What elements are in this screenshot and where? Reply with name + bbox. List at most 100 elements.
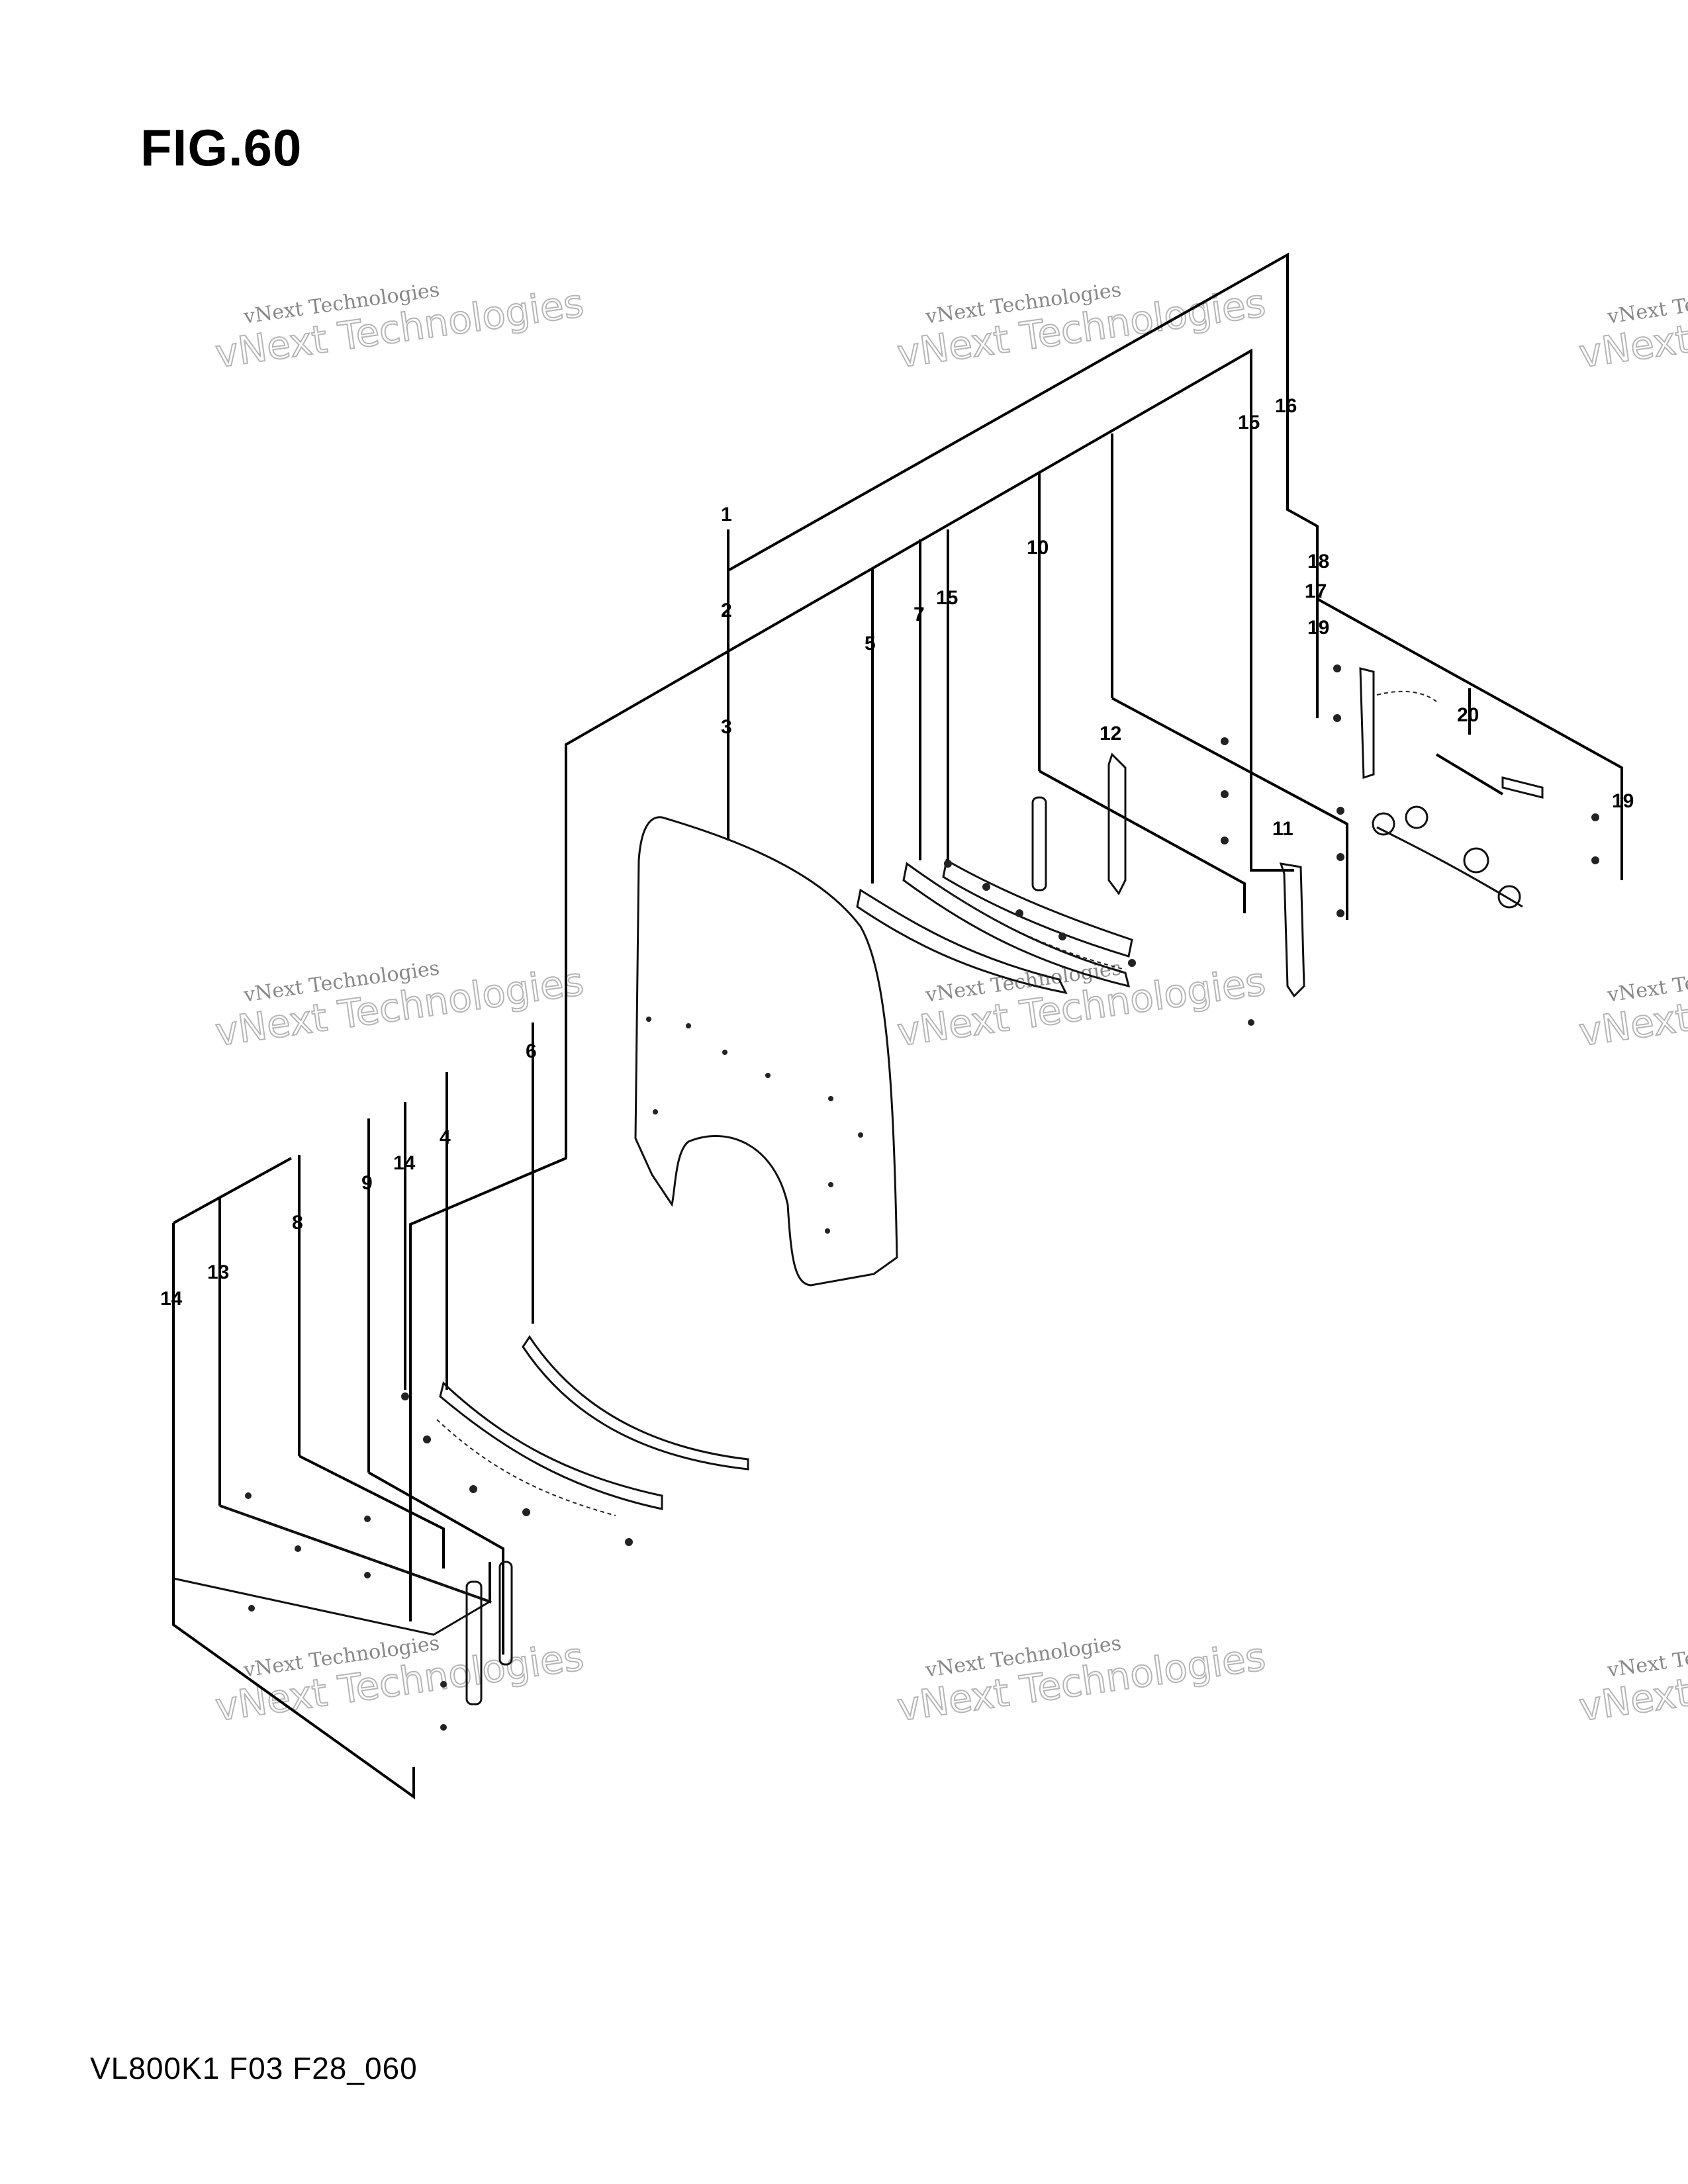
mount-clamp (1405, 805, 1429, 829)
windshield-hole (858, 1132, 863, 1138)
trim-bolt (401, 1392, 409, 1400)
callout-20: 20 (1457, 704, 1479, 726)
trim-bolt (522, 1508, 530, 1516)
bolt (1591, 856, 1599, 864)
leader-left-top-edge (173, 1157, 292, 1224)
trim-bolt (423, 1435, 431, 1443)
callout-12: 12 (1100, 723, 1121, 745)
trim-strip-outer (856, 888, 1068, 995)
bolt (1333, 714, 1341, 722)
callout-16: 16 (1275, 395, 1297, 417)
watermark-large-text: vNext Technologies (1576, 1634, 1688, 1730)
watermark-top-left: vNext Technologies vNext Technologies (212, 278, 586, 377)
mount-cable (1376, 690, 1437, 702)
bolt (1221, 790, 1229, 798)
bracket-part-12 (1107, 752, 1127, 895)
watermark-low-left: vNext Technologies vNext Technologies (212, 1631, 586, 1730)
windshield-hole (686, 1023, 691, 1028)
callout-2: 2 (721, 600, 732, 621)
mount-clamp (1463, 847, 1489, 874)
bolt (364, 1516, 371, 1522)
bolt (1333, 664, 1341, 672)
watermark-low-center: vNext Technologies vNext Technologies (894, 1631, 1268, 1730)
windshield-hole (825, 1228, 830, 1234)
leader-outline-left-box (172, 1223, 415, 1799)
leader-lines (172, 252, 1623, 1799)
bolt (1591, 813, 1599, 821)
callout-8: 8 (292, 1212, 303, 1234)
bracket-plate-lower (173, 1504, 492, 1636)
callout-3: 3 (721, 716, 732, 738)
watermark-mid-left: vNext Technologies vNext Technologies (212, 956, 586, 1055)
bolt (1336, 853, 1344, 861)
callout-10: 10 (1027, 537, 1049, 559)
watermark-low-right: vNext Technologies vNext Technologies (1575, 1631, 1688, 1730)
windshield-hole (653, 1109, 658, 1115)
callout-15-top: 15 (1238, 412, 1260, 433)
watermark-mid-right: vNext Technologies vNext Technologies (1575, 956, 1688, 1055)
trim-bolt (944, 860, 952, 868)
callout-14-left: 14 (160, 1288, 183, 1310)
bolt (1336, 909, 1344, 917)
mount-bracket (1359, 667, 1375, 780)
bracket-part-11 (1279, 862, 1305, 998)
left-trim-strip-outer (522, 1335, 749, 1471)
figure-title: FIG.60 (140, 118, 303, 177)
watermark-mid-center: vNext Technologies vNext Technologies (894, 956, 1268, 1055)
part-mount-hardware (1333, 664, 1599, 909)
callout-7: 7 (914, 604, 925, 625)
part-left-bracket-plate (173, 1492, 513, 1731)
watermark-top-center: vNext Technologies vNext Technologies (894, 278, 1268, 377)
leader-part-12-hook (1111, 697, 1348, 920)
windshield-outline (634, 816, 898, 1287)
callout-labels: 1 2 3 4 5 6 7 8 9 10 11 12 13 14 14 15 1… (160, 395, 1634, 1310)
bolt (364, 1572, 371, 1578)
mount-bar (1376, 826, 1523, 908)
leader-outline-main (409, 348, 1294, 1621)
watermark-top-right: vNext Technologies vNext Technologies (1575, 278, 1688, 377)
leader-part-20-tick (1435, 753, 1504, 796)
mount-plate (1501, 776, 1544, 799)
windshield-hole (646, 1017, 651, 1022)
mount-clamp (1497, 885, 1521, 909)
bracket-part-10 (1031, 796, 1047, 891)
bolt (1248, 1019, 1254, 1026)
trim-strip-dashed (939, 886, 1126, 970)
windshield-hole (828, 1096, 833, 1101)
bolt (1221, 837, 1229, 844)
leader-outline-top (727, 252, 1623, 880)
callout-6: 6 (526, 1040, 537, 1062)
callout-14-lower: 14 (393, 1152, 416, 1174)
watermark-large-text: vNext Technologies (1576, 281, 1688, 377)
bolt (1221, 737, 1229, 745)
trim-bolt (1128, 959, 1136, 967)
bolt (248, 1605, 255, 1612)
part-right-brackets (1031, 737, 1344, 1026)
callout-19-upper: 19 (1307, 617, 1329, 639)
left-trim-strip-middle (439, 1381, 663, 1510)
trim-bolt (982, 883, 990, 891)
trim-bolt (1058, 933, 1066, 940)
windshield-hole (828, 1182, 833, 1187)
trim-strip-inner (942, 858, 1133, 958)
bolt (245, 1492, 252, 1499)
callout-15-mid: 15 (936, 587, 958, 609)
trim-bolt (1015, 909, 1023, 917)
part-right-trim-strips (856, 858, 1136, 995)
trim-bolt (469, 1485, 477, 1493)
leader-part-8-hook (299, 1455, 445, 1569)
windshield-hole (722, 1050, 727, 1055)
leader-part-10-hook (1039, 770, 1246, 913)
callout-1: 1 (721, 504, 732, 525)
left-trim-strip-dashed (436, 1419, 616, 1516)
part-left-trim-strips (401, 1335, 749, 1546)
bolt (440, 1681, 447, 1688)
callout-19-right: 19 (1612, 790, 1634, 812)
leader-part-9-hook (368, 1471, 504, 1655)
mount-clamp (1372, 812, 1395, 836)
callout-5: 5 (865, 633, 876, 655)
part-windshield (634, 816, 898, 1287)
callout-4: 4 (440, 1126, 451, 1148)
bolt (1336, 807, 1344, 815)
callout-13: 13 (207, 1261, 229, 1283)
